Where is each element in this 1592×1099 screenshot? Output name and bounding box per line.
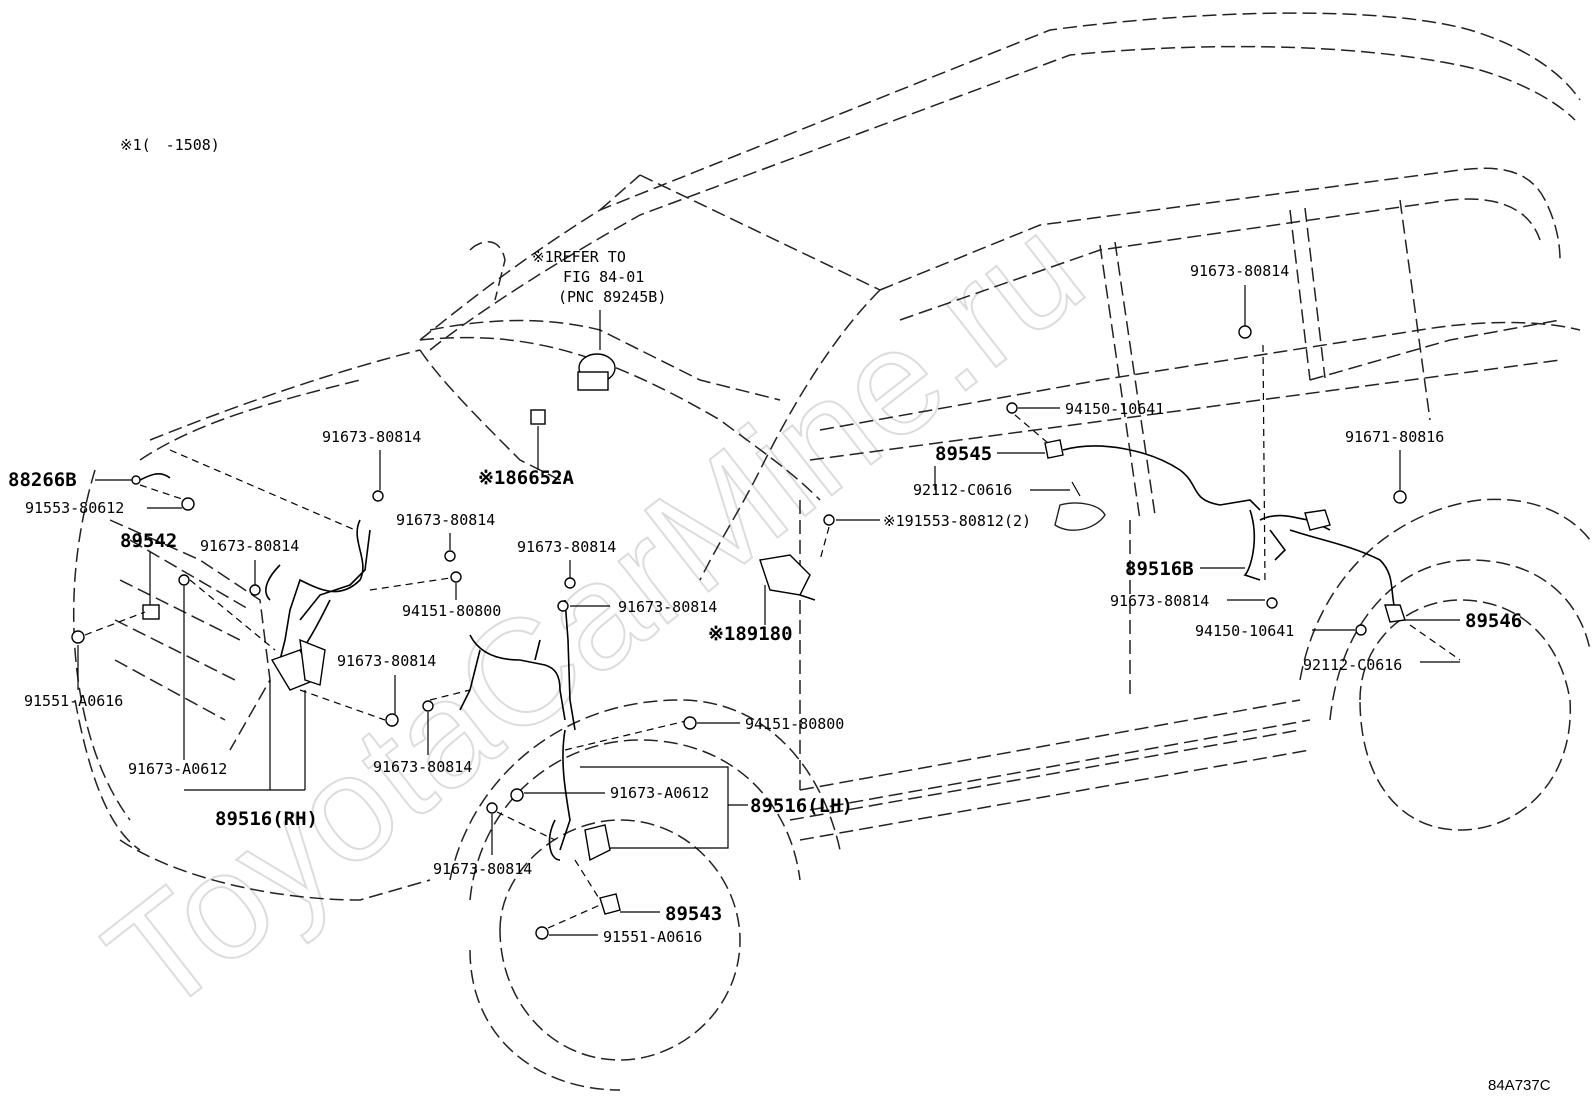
callout-94151-80800-b: 94151-80800 bbox=[683, 715, 844, 733]
callout-91673-80814-top: 91673-80814 bbox=[1190, 262, 1289, 339]
callout-91673-A0612-left: 91673-A0612 bbox=[128, 574, 276, 778]
callout-89516-RH: 89516(RH) bbox=[184, 680, 318, 830]
svg-text:89516(RH): 89516(RH) bbox=[215, 808, 318, 830]
callout-91673-80814-g: 91673-80814 bbox=[557, 598, 717, 616]
callout-88266B: 88266B bbox=[8, 469, 171, 491]
svg-text:91673-80814: 91673-80814 bbox=[1190, 262, 1289, 280]
callout-89516-LH: 89516(LH) bbox=[580, 766, 853, 849]
svg-text:92112-C0616: 92112-C0616 bbox=[1303, 656, 1402, 674]
refer-note-line2: FIG 84-01 bbox=[563, 268, 644, 286]
callout-91673-80814-a: 91673-80814 bbox=[322, 428, 421, 502]
rain-sensor-89245b bbox=[577, 310, 616, 391]
svg-text:89516(LH): 89516(LH) bbox=[750, 795, 853, 817]
callout-91673-80814-r: 91673-80814 bbox=[1110, 592, 1278, 610]
svg-text:89516B: 89516B bbox=[1125, 558, 1194, 580]
callout-91551-A0616-left: 91551-A0616 bbox=[24, 611, 146, 710]
callout-89546: 89546 bbox=[1405, 610, 1522, 632]
svg-text:91673-80814: 91673-80814 bbox=[337, 652, 436, 670]
svg-text:91673-A0612: 91673-A0612 bbox=[610, 784, 709, 802]
callout-89543: 89543 bbox=[599, 893, 722, 925]
callout-94150-10641-b: 94150-10641 bbox=[1195, 622, 1367, 640]
refer-note-line3: (PNC 89245B) bbox=[558, 288, 666, 306]
callout-91551-A0616-bottom: 91551-A0616 bbox=[535, 904, 702, 946]
svg-text:91673-A0612: 91673-A0612 bbox=[128, 760, 227, 778]
callout-92112-C0616-a: 92112-C0616 bbox=[913, 481, 1081, 499]
callout-89545: 89545 bbox=[934, 439, 1064, 490]
callout-94151-80800-a: 94151-80800 bbox=[369, 571, 501, 620]
callout-91673-A0612-right: 91673-A0612 bbox=[510, 784, 709, 802]
svg-text:94150-10641: 94150-10641 bbox=[1065, 400, 1164, 418]
svg-text:89542: 89542 bbox=[120, 530, 177, 552]
callout-92112-C0616-b: 92112-C0616 bbox=[1303, 656, 1460, 674]
svg-text:91673-80814: 91673-80814 bbox=[200, 537, 299, 555]
callout-91673-80814-c: 91673-80814 bbox=[200, 537, 299, 596]
svg-text:94151-80800: 94151-80800 bbox=[745, 715, 844, 733]
svg-text:89543: 89543 bbox=[665, 903, 722, 925]
svg-text:92112-C0616: 92112-C0616 bbox=[913, 481, 1012, 499]
svg-text:94151-80800: 94151-80800 bbox=[402, 602, 501, 620]
svg-text:91673-80814: 91673-80814 bbox=[618, 598, 717, 616]
harness-89516-LH bbox=[429, 599, 691, 901]
svg-text:91671-80816: 91671-80816 bbox=[1345, 428, 1444, 446]
rear-harness bbox=[1062, 344, 1461, 661]
svg-text:※189180: ※189180 bbox=[708, 623, 793, 645]
svg-text:91673-80814: 91673-80814 bbox=[433, 860, 532, 878]
svg-text:89545: 89545 bbox=[935, 443, 992, 465]
svg-text:91553-80612: 91553-80612 bbox=[25, 499, 124, 517]
svg-text:91673-80814: 91673-80814 bbox=[517, 538, 616, 556]
svg-text:94150-10641: 94150-10641 bbox=[1195, 622, 1294, 640]
callout-91673-80814-b: 91673-80814 bbox=[396, 511, 495, 562]
callout-91673-80814-e: 91673-80814 bbox=[373, 700, 472, 776]
callout-89180: ※189180 bbox=[708, 554, 816, 645]
callout-94150-10641-a: 94150-10641 bbox=[1006, 400, 1164, 444]
svg-text:91673-80814: 91673-80814 bbox=[1110, 592, 1209, 610]
callout-91671-80816: 91671-80816 bbox=[1345, 428, 1444, 504]
svg-text:91673-80814: 91673-80814 bbox=[396, 511, 495, 529]
svg-text:91551-A0616: 91551-A0616 bbox=[24, 692, 123, 710]
svg-text:※191553-80812(2): ※191553-80812(2) bbox=[883, 512, 1031, 530]
range-note: ※1( -1508) bbox=[120, 136, 220, 154]
refer-note: ※1REFER TO FIG 84-01 (PNC 89245B) bbox=[532, 248, 666, 306]
harness-89516-RH bbox=[169, 449, 386, 721]
svg-text:91551-A0616: 91551-A0616 bbox=[603, 928, 702, 946]
callout-89516B: 89516B bbox=[1125, 558, 1245, 580]
callout-91553-80812: ※191553-80812(2) bbox=[819, 512, 1031, 561]
figure-id: 84A737C bbox=[1488, 1077, 1551, 1094]
refer-note-line1: ※1REFER TO bbox=[532, 248, 626, 266]
svg-text:89546: 89546 bbox=[1465, 610, 1522, 632]
svg-text:91673-80814: 91673-80814 bbox=[322, 428, 421, 446]
svg-text:88266B: 88266B bbox=[8, 469, 77, 491]
callout-91553-80612: 91553-80612 bbox=[25, 484, 195, 517]
callout-86652A: ※186652A bbox=[478, 409, 575, 489]
callout-91673-80814-f: 91673-80814 bbox=[517, 538, 616, 589]
callout-91673-80814-d: 91673-80814 bbox=[337, 652, 436, 727]
callout-89542: 89542 bbox=[120, 530, 177, 620]
svg-text:91673-80814: 91673-80814 bbox=[373, 758, 472, 776]
callout-91673-80814-h: 91673-80814 bbox=[433, 802, 556, 878]
svg-text:※186652A: ※186652A bbox=[478, 467, 575, 489]
